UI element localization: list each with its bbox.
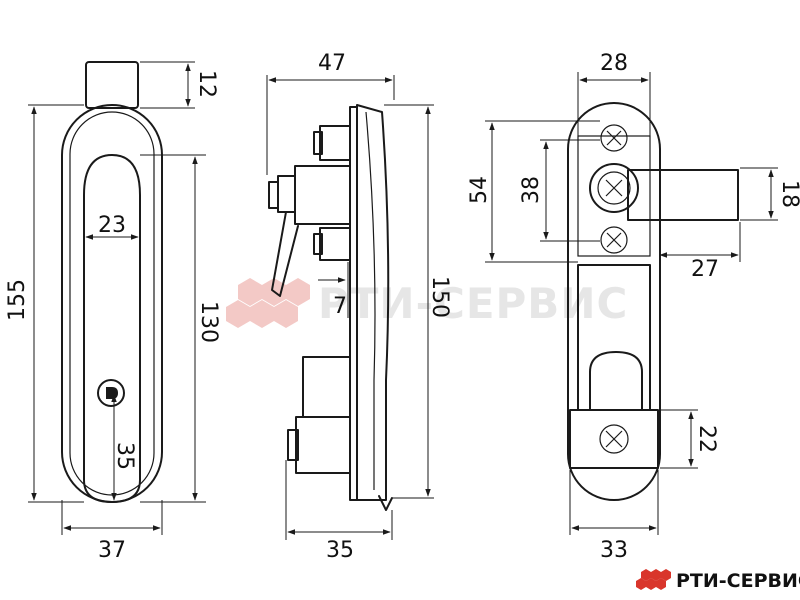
- dim-front-tab-height: 12: [194, 70, 219, 98]
- back-bottom-screw-icon: [599, 424, 629, 454]
- side-latch-tongue: [271, 211, 299, 297]
- brand-logo: РТИ-СЕРВИС: [636, 569, 800, 592]
- dim-back-bottom-width: 33: [600, 538, 628, 563]
- dim-back-height-38: 38: [519, 176, 544, 204]
- dim-side-gap: 7: [333, 294, 347, 319]
- side-upper-screw-head-icon: [313, 131, 323, 155]
- watermark-logo-icon: [226, 278, 310, 328]
- back-upper-screw-icon: [600, 124, 628, 152]
- side-handle-lip: [378, 495, 393, 511]
- back-bottom-block: [569, 409, 659, 469]
- back-cam-hub: [589, 163, 639, 213]
- back-cam-screw-cross-icon: [605, 179, 623, 197]
- back-latch-bar: [627, 169, 739, 221]
- dim-back-height-54: 54: [467, 176, 492, 204]
- back-keyhole-slot: [589, 351, 643, 411]
- side-view: 47 150 7 35: [266, 51, 452, 563]
- side-cam-body: [294, 165, 351, 225]
- watermark-text: РТИ-СЕРВИС: [318, 279, 628, 328]
- back-bottom-screw-cross-icon: [605, 430, 623, 448]
- back-upper-screw-cross-icon: [606, 130, 622, 146]
- side-lower-screw-block: [319, 227, 351, 261]
- dim-side-height: 150: [427, 276, 452, 318]
- dim-back-latch-projection: 27: [691, 257, 719, 282]
- dim-back-bottom-block: 22: [694, 425, 719, 453]
- side-upper-screw-block: [319, 125, 351, 161]
- dim-front-inner-height: 130: [196, 301, 221, 343]
- dim-side-top-width: 47: [318, 51, 346, 76]
- keyhole-slot-icon: [106, 387, 118, 399]
- back-cam-screw-icon: [597, 171, 631, 205]
- back-upper-plate: [577, 135, 651, 257]
- keyhole-cylinder-icon: [97, 379, 125, 407]
- dim-front-handle-width: 23: [98, 213, 126, 238]
- dim-back-top-width: 28: [600, 51, 628, 76]
- back-lower-screw-icon: [600, 226, 628, 254]
- side-lower-screw-head-icon: [313, 233, 323, 255]
- front-body-inner-edge: [69, 111, 155, 496]
- dim-front-overall-height: 155: [5, 279, 30, 321]
- side-lock-cylinder: [295, 416, 351, 474]
- front-view: 12 155 130 23 35 37: [5, 61, 221, 563]
- dim-back-latch-height: 18: [777, 180, 800, 208]
- side-lock-housing: [302, 356, 351, 418]
- front-body-outline: [61, 104, 163, 503]
- front-handle-recess: [83, 154, 141, 503]
- back-lower-screw-cross-icon: [606, 232, 622, 248]
- side-handle-body: [356, 104, 390, 501]
- brand-text: РТИ-СЕРВИС: [676, 570, 800, 592]
- back-view: 28 54 38 18 27 22 33: [467, 51, 800, 563]
- brand-hex-icon: [636, 569, 671, 590]
- side-cam-nut: [277, 175, 296, 213]
- front-top-tab: [85, 61, 139, 109]
- dim-front-overall-width: 37: [98, 538, 126, 563]
- dim-side-bottom-width: 35: [326, 538, 354, 563]
- dim-front-keyhole-offset: 35: [112, 442, 137, 470]
- side-handle-contour: [365, 111, 376, 490]
- side-lock-cylinder-head-icon: [287, 429, 299, 461]
- back-body-outline: [567, 102, 661, 501]
- watermark: РТИ-СЕРВИС: [226, 278, 628, 328]
- side-cam-nut-head-icon: [268, 181, 279, 209]
